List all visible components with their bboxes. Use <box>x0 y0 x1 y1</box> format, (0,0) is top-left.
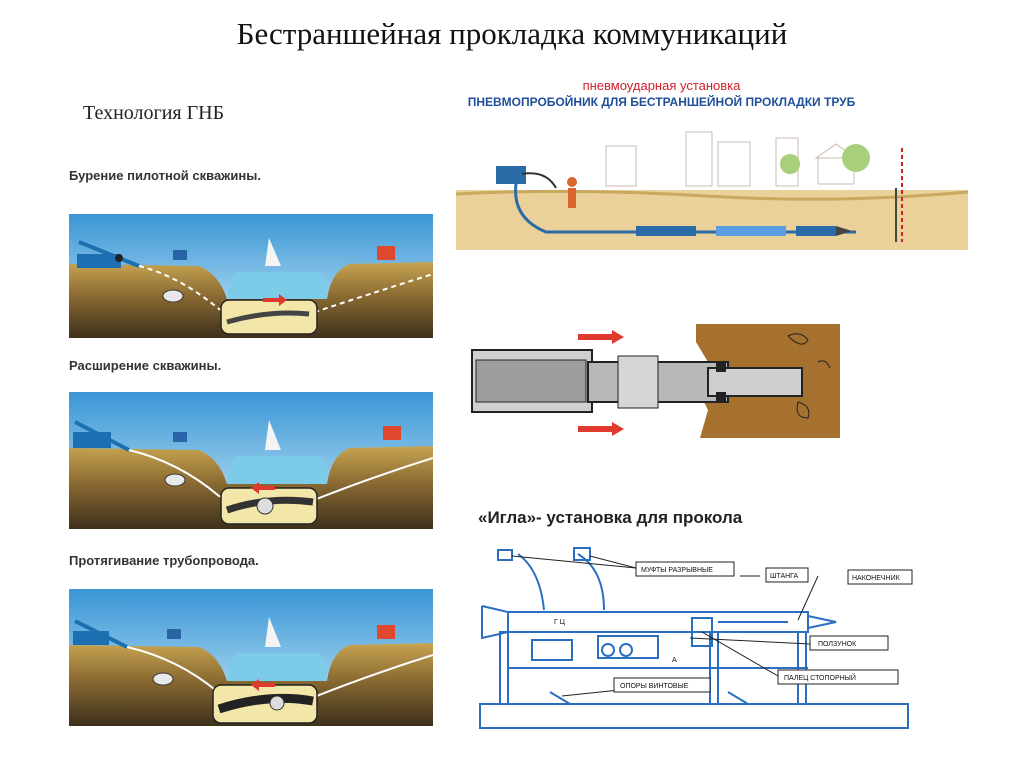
label-couplings: МУФТЫ РАЗРЫВНЫЕ <box>641 567 713 574</box>
step-label-expand: Расширение скважины. <box>69 358 222 373</box>
coupling-left-marker <box>497 549 513 561</box>
step-label-pilot: Бурение пилотной скважины. <box>69 168 261 183</box>
pneumo-scene-illustration <box>456 118 968 250</box>
label-box-rod <box>765 567 809 583</box>
pneumo-title-1: пневмоударная установка <box>582 78 741 93</box>
hdd-expand-illustration <box>69 392 433 529</box>
hdd-pull-illustration <box>69 589 433 726</box>
hdd-subtitle: Технология ГНБ <box>83 102 225 124</box>
label-box-supports <box>613 677 711 693</box>
pneumo-title-2: ПНЕВМОПРОБОЙНИК ДЛЯ БЕСТРАНШЕЙНОЙ ПРОКЛА… <box>467 95 856 109</box>
needle-installation-drawing: МУФТЫ РАЗРЫВНЫЕ ШТАНГА НАКОНЕЧНИК ПОЛЗУН… <box>479 547 913 729</box>
label-box-tip <box>847 569 913 585</box>
label-box-couplings <box>635 561 735 577</box>
needle-title: «Игла»- установка для прокола <box>478 508 743 527</box>
label-rod: ШТАНГА <box>770 573 799 580</box>
label-half-hook: ПОЛЗУНОК <box>818 641 857 648</box>
label-box-stop-pin <box>777 669 899 685</box>
coupling-right-marker <box>573 547 591 561</box>
label-gc: Г Ц <box>554 619 566 626</box>
page-title: Бестраншейная прокладка коммуникаций <box>236 16 788 51</box>
label-a: А <box>672 657 677 664</box>
hdd-pilot-illustration <box>69 214 433 338</box>
step-label-pull: Протягивание трубопровода. <box>69 553 259 568</box>
label-box-half-hook <box>809 635 889 651</box>
label-screw-supports: ОПОРЫ ВИНТОВЫЕ <box>620 683 689 690</box>
label-stop-pin: ПАЛЕЦ СТОПОРНЫЙ <box>784 673 856 682</box>
label-tip: НАКОНЕЧНИК <box>852 575 901 582</box>
pneumo-hammer-section-illustration <box>471 324 840 438</box>
